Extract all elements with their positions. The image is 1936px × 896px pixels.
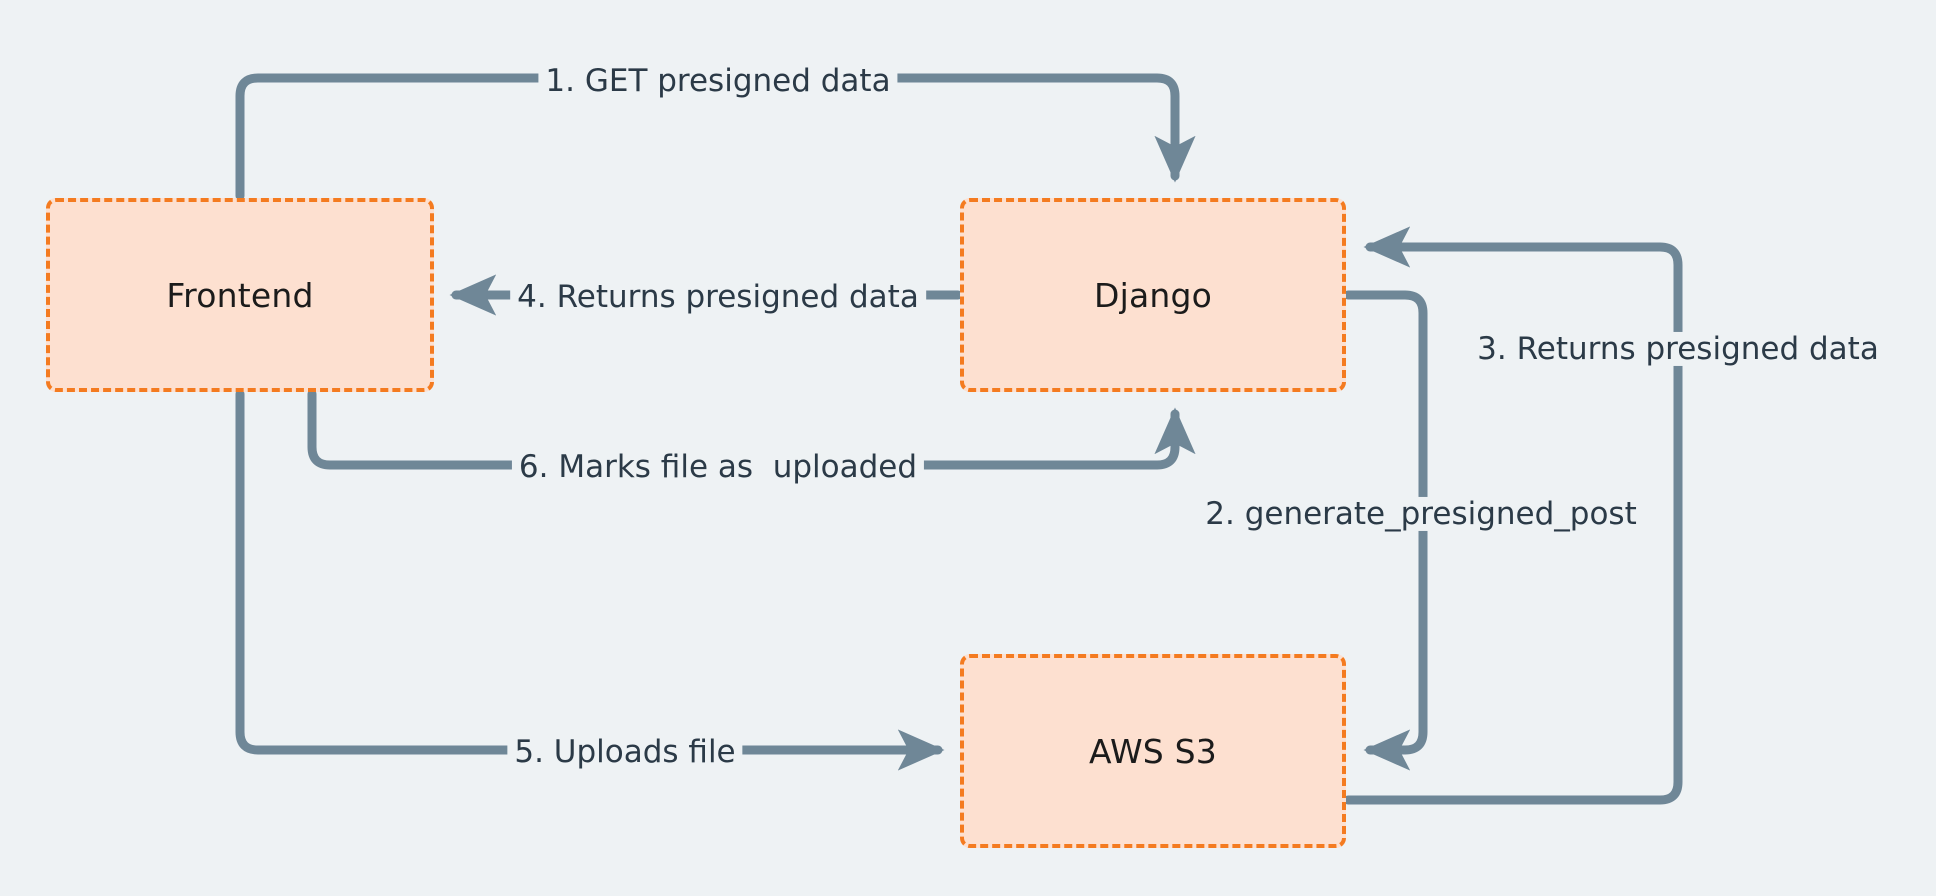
node-django[interactable]: Django	[960, 198, 1346, 392]
edge-label-5: 5. Uploads file	[507, 735, 743, 769]
edge-label-2: 2. generate_presigned_post	[1198, 497, 1644, 531]
edge-3-path	[1343, 226, 1683, 805]
node-django-label: Django	[1093, 275, 1213, 315]
edge-5-path	[235, 389, 945, 771]
edge-label-1: 1. GET presigned data	[538, 64, 898, 98]
node-frontend-label: Frontend	[166, 275, 314, 315]
edge-label-6: 6. Marks file as uploaded	[511, 450, 925, 484]
node-aws-s3[interactable]: AWS S3	[960, 654, 1346, 848]
edge-label-4: 4. Returns presigned data	[510, 280, 926, 314]
edge-label-3: 3. Returns presigned data	[1470, 332, 1886, 366]
node-aws-s3-label: AWS S3	[1089, 731, 1217, 771]
node-frontend[interactable]: Frontend	[46, 198, 434, 392]
